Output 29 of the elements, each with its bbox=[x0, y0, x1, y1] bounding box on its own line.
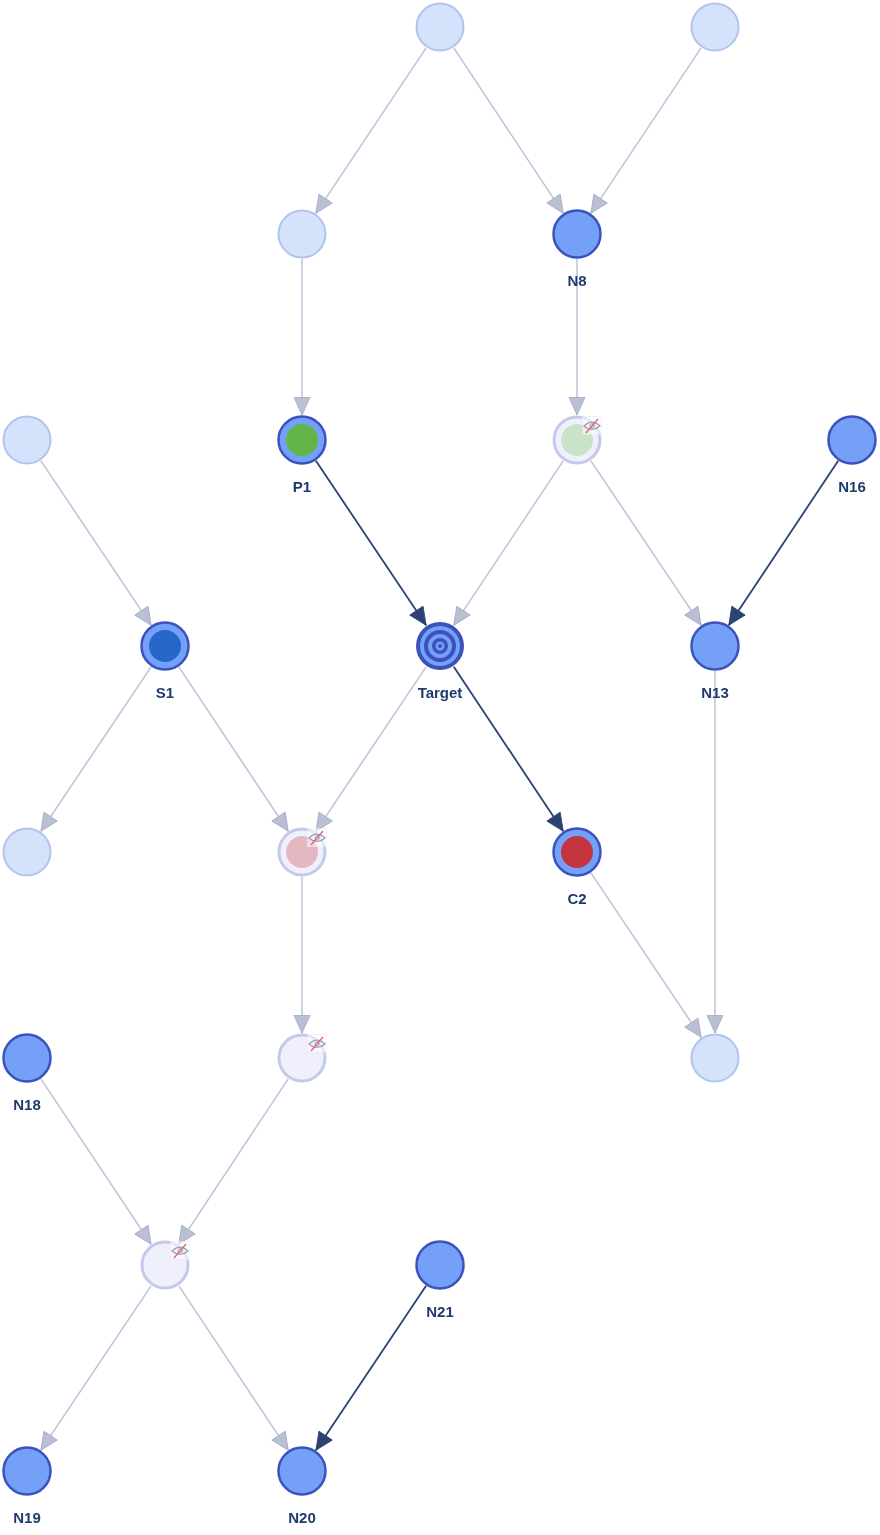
arrow bbox=[590, 872, 702, 1038]
arrow bbox=[178, 1078, 289, 1245]
arrow bbox=[706, 670, 724, 1034]
node-label: Target bbox=[417, 684, 463, 702]
node-label: N16 bbox=[838, 478, 866, 496]
arrow bbox=[453, 460, 564, 626]
node-label: N13 bbox=[701, 684, 729, 702]
node-label: N21 bbox=[426, 1303, 454, 1321]
arrow bbox=[590, 460, 702, 626]
arrow bbox=[315, 666, 427, 832]
arrow bbox=[40, 1078, 152, 1245]
arrow bbox=[40, 460, 152, 626]
arrow bbox=[568, 258, 586, 416]
arrow bbox=[40, 666, 152, 832]
node-label: N19 bbox=[13, 1509, 41, 1527]
node-label: N8 bbox=[567, 272, 587, 290]
arrow bbox=[178, 666, 289, 832]
arrow bbox=[178, 1285, 289, 1451]
node-label: N20 bbox=[288, 1509, 316, 1527]
arrow bbox=[590, 47, 702, 214]
arrow bbox=[293, 876, 311, 1034]
node-label: P1 bbox=[292, 478, 312, 496]
node-label: N18 bbox=[13, 1096, 41, 1114]
arrow bbox=[315, 1284, 427, 1452]
node-label: C2 bbox=[567, 890, 587, 908]
node-label: S1 bbox=[155, 684, 175, 702]
arrow bbox=[453, 47, 564, 214]
arrow bbox=[40, 1285, 152, 1451]
arrow bbox=[315, 47, 427, 214]
